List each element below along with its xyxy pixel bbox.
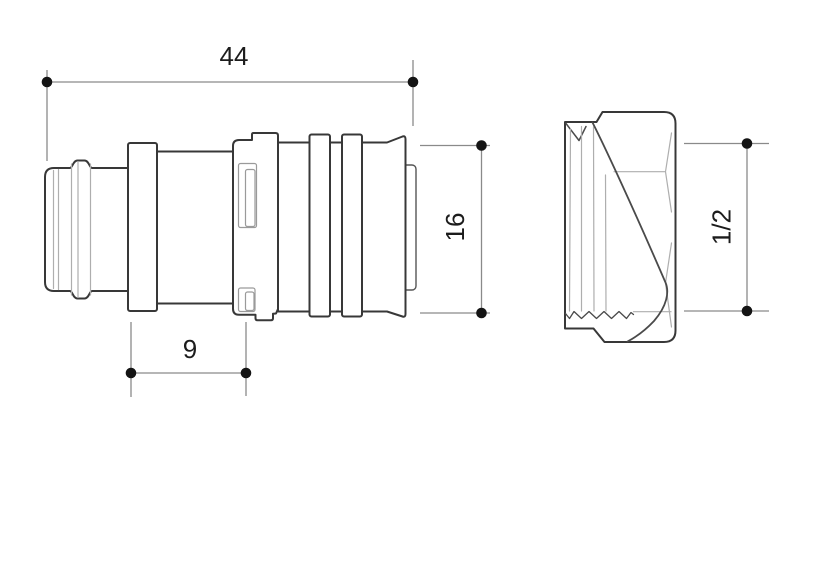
coupling-collar: [127, 142, 158, 312]
coupling-press-end: [44, 159, 129, 300]
coupling-press-end-detail-lines: [52, 160, 92, 299]
dimension-endpoint-dot: [476, 140, 487, 151]
coupling-clip-window-lower-inner: [244, 291, 255, 312]
nut-outline: [564, 111, 677, 343]
dimension-endpoint-dot: [407, 76, 419, 88]
dimension-endpoint-dot: [741, 138, 753, 149]
coupling-middle-cylinder: [156, 150, 236, 305]
coupling-rib-2: [341, 133, 363, 318]
nut-side-view: [564, 111, 677, 343]
dimension-extension-lines: [684, 142, 769, 312]
dimension-insertion-depth: 9: [125, 322, 252, 397]
nut-cutaway-curve: [591, 121, 669, 343]
dimension-overall-length: 44: [41, 41, 419, 161]
dimension-thread-size: 1/2: [684, 138, 769, 317]
dimension-label-diameter: 16: [440, 213, 470, 242]
dimension-endpoint-dot: [125, 367, 137, 379]
nut-thread-lines: [568, 125, 607, 312]
nut-thread-zigzag: [564, 310, 635, 320]
dimension-outer-diameter: 16: [420, 140, 490, 319]
dimension-endpoint-dot: [41, 76, 53, 88]
dimension-extension-lines: [130, 322, 247, 397]
coupling-rib-1: [308, 133, 331, 318]
coupling-clip-window-upper-inner: [244, 168, 256, 228]
dimension-label-length: 44: [220, 41, 249, 71]
coupling-side-view: [44, 132, 417, 322]
dimension-endpoint-dot: [476, 307, 487, 319]
dimension-label-thread-size: 1/2: [707, 209, 737, 245]
dimension-endpoint-dot: [741, 305, 753, 317]
dimension-label-insertion-depth: 9: [183, 334, 197, 364]
dimension-endpoint-dot: [240, 367, 252, 379]
nut-chamfer-lines: [565, 122, 587, 142]
